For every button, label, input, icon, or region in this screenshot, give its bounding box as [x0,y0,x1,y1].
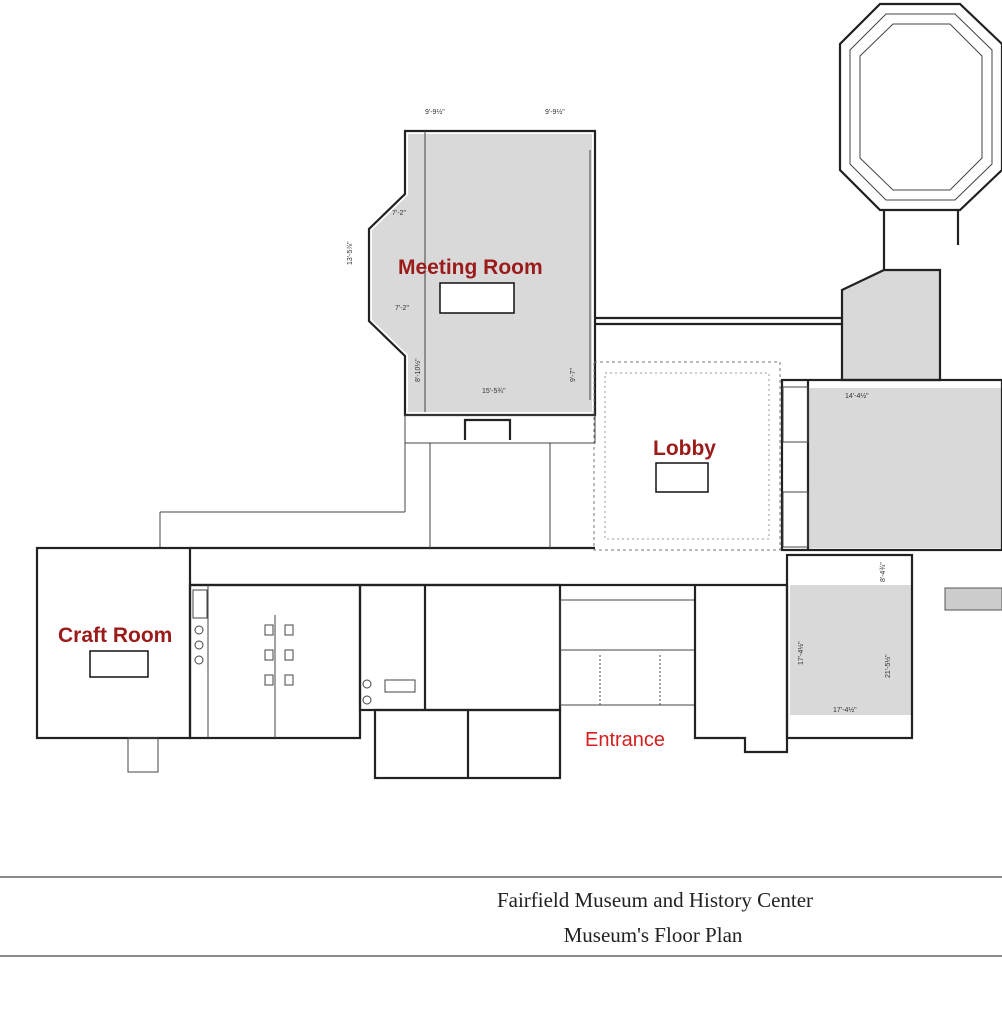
meeting-room-label: Meeting Room [398,256,543,279]
north-corridor [595,316,842,326]
title-block: Fairfield Museum and History Center Muse… [0,876,1002,957]
south-rooms [358,583,789,780]
lobby-marker [655,462,709,493]
title-line-2: Museum's Floor Plan [564,923,743,947]
title-line-1: Fairfield Museum and History Center [497,888,813,912]
craft-room-label: Craft Room [58,624,172,647]
dim-top-left: 9'-9½" [425,108,445,116]
dim-left: 13'-5⅞" [347,241,354,265]
lobby: Lobby [593,361,781,551]
meeting-room-marker [439,282,515,314]
dim-bottom: 15'-5¾" [482,388,506,395]
east-wing: 14'-4½" 17'-4½" 21'-5½" 17'-4½" 8'-4¾" [780,268,1002,740]
octagon-pavilion [838,2,1002,270]
meeting-room: 9'-9½" 9'-9½" 13'-5⅞" 7'-2" 7'-2" 8'-10½… [347,108,597,444]
craft-room-marker [89,650,149,678]
restrooms [188,583,362,740]
dim-angled-top: 7'-2" [392,210,406,217]
dim-right-lower: 9'-7" [570,368,577,382]
dim-se-right: 21'-5½" [884,654,892,678]
lobby-label: Lobby [653,437,716,460]
dim-se-bottom: 17'-4½" [833,706,857,714]
craft-room: Craft Room [35,546,192,773]
dim-angled-bottom: 7'-2" [395,305,409,312]
dim-top-right: 9'-9½" [545,108,565,116]
entrance-label: Entrance [585,729,665,751]
dim-left-lower: 8'-10½" [414,358,422,382]
dim-se-top: 8'-4¾" [880,562,887,582]
dim-se-left: 17'-4½" [797,641,805,665]
dim-east-wing: 14'-4½" [845,392,869,400]
